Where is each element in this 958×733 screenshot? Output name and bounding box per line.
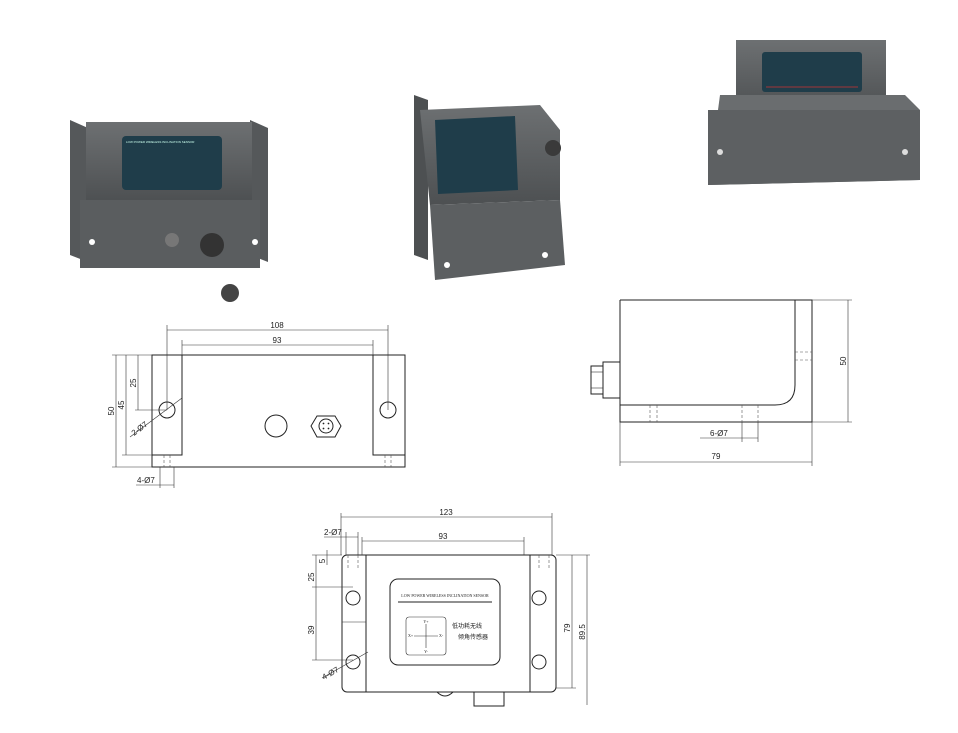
axis-x-plus: X+ <box>408 633 414 638</box>
photo-label-panel <box>122 136 222 190</box>
mounting-hole <box>345 654 361 670</box>
vent-hole <box>264 414 288 438</box>
connector-icon <box>200 233 224 257</box>
label-title: LOW POWER WIRELESS INCLINATION SENSOR <box>401 593 489 598</box>
dim-25: 25 <box>307 572 316 581</box>
dim-4-hole: 4-Ø7 <box>321 665 341 682</box>
dim-123: 123 <box>439 508 453 517</box>
top-view-drawing: LOW POWER WIRELESS INCLINATION SENSOR Y+… <box>307 508 590 707</box>
mounting-hole <box>345 590 361 606</box>
dim-50: 50 <box>839 356 848 365</box>
photo-label-text: LOW POWER WIRELESS INCLINATION SENSOR <box>126 140 195 144</box>
product-photo-angle <box>414 95 565 280</box>
dim-50: 50 <box>107 406 116 415</box>
dim-93: 93 <box>439 532 448 541</box>
mounting-hole <box>531 590 547 606</box>
connector-icon <box>473 691 505 707</box>
axis-y-plus: Y+ <box>423 619 429 624</box>
dim-45: 45 <box>117 400 126 409</box>
dim-39: 39 <box>307 625 316 634</box>
dim-93: 93 <box>273 336 282 345</box>
axis-y-minus: Y- <box>424 649 428 654</box>
dim-79: 79 <box>563 623 572 632</box>
product-photo-top <box>708 40 920 185</box>
dim-5: 5 <box>318 558 327 563</box>
dim-6-hole: 6-Ø7 <box>710 429 728 438</box>
dim-89-5: 89.5 <box>578 624 587 640</box>
connector-icon <box>310 415 342 438</box>
label-cn-1: 低功耗无线 <box>452 622 482 630</box>
side-view-drawing: 50 79 6-Ø7 <box>590 299 852 466</box>
front-view-drawing: 108 93 50 45 25 2-Ø7 4-Ø7 <box>107 321 406 488</box>
dim-25: 25 <box>129 378 138 387</box>
label-panel <box>389 578 501 666</box>
axis-x-minus: X- <box>439 633 444 638</box>
dim-2-hole: 2-Ø7 <box>130 419 150 437</box>
label-cn-2: 倾角传感器 <box>458 633 488 641</box>
dim-79: 79 <box>712 452 721 461</box>
dim-4-hole: 4-Ø7 <box>137 476 155 485</box>
dim-2-hole: 2-Ø7 <box>324 528 342 537</box>
dim-108: 108 <box>270 321 284 330</box>
product-photo-front: LOW POWER WIRELESS INCLINATION SENSOR <box>70 120 268 302</box>
mounting-hole <box>531 654 547 670</box>
connector-icon <box>602 361 621 399</box>
